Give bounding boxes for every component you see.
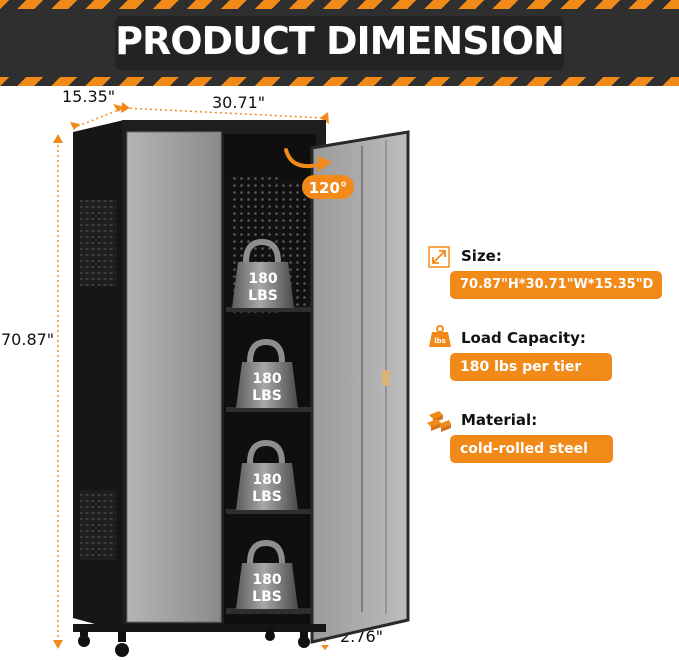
door-swing-arrow [284, 148, 324, 169]
shelves [226, 307, 312, 614]
weight-tag-line1: 180 [252, 472, 281, 488]
door-latch [382, 370, 390, 386]
door-angle-badge [302, 175, 354, 199]
height-label: 70.87" [1, 330, 55, 349]
spec-material-title: Material: [461, 411, 538, 429]
cabinet-base [73, 624, 326, 632]
weight-lbs-icon-text: lbs [434, 337, 446, 345]
weight-tag-line2: LBS [252, 589, 282, 605]
weight-tag: 180 LBS [236, 439, 298, 510]
side-vents-lower [80, 490, 116, 560]
width-label: 30.71" [212, 93, 266, 112]
weight-lbs-icon: lbs [429, 325, 451, 347]
weight-tag-line2: LBS [252, 489, 282, 505]
casters [78, 628, 310, 657]
weight-tag-line2: LBS [252, 388, 282, 404]
title-backdrop [115, 16, 564, 70]
cabinet-illustration: 180 LBS 180 LBS 180 LBS 180 LBS [53, 102, 410, 657]
page-title: PRODUCT DIMENSION [115, 19, 565, 63]
open-right-door [310, 130, 410, 644]
weight-tag-line1: 180 [252, 572, 281, 588]
depth-label: 15.35" [62, 87, 116, 106]
weight-tag: 180 LBS [232, 238, 294, 308]
weight-tag: 180 LBS [236, 539, 298, 609]
spec-size-title: Size: [461, 247, 502, 265]
weight-tag-line1: 180 [248, 271, 277, 287]
weight-tag-line2: LBS [248, 288, 278, 304]
weight-tag: 180 LBS [236, 338, 298, 408]
weight-tag-line1: 180 [252, 371, 281, 387]
spec-load-title: Load Capacity: [461, 329, 586, 347]
resize-icon [428, 246, 450, 268]
dimension-guides [53, 102, 329, 650]
hazard-stripe-bottom [0, 77, 679, 86]
left-door [127, 132, 221, 622]
spec-size-value: 70.87"H*30.71"W*15.35"D [450, 271, 662, 299]
header-banner: PRODUCT DIMENSION [0, 0, 679, 86]
door-angle-label: 120° [309, 179, 348, 197]
spec-load-value: 180 lbs per tier [450, 353, 612, 381]
hazard-stripe-top [0, 0, 679, 9]
steel-bars-icon [427, 411, 451, 432]
spec-material-value: cold-rolled steel [450, 435, 613, 463]
side-vents-upper [80, 200, 116, 286]
